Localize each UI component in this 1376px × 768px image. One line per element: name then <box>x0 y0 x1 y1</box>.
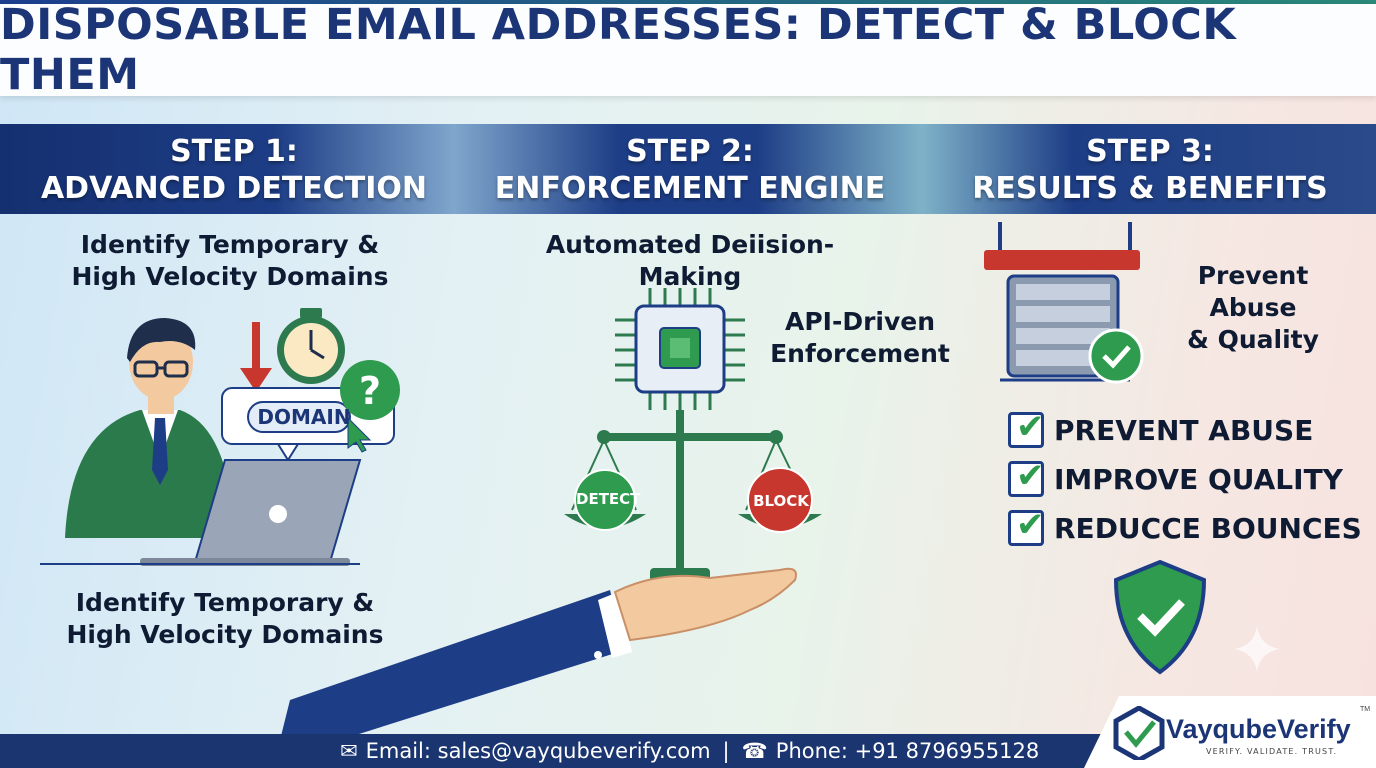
down-arrow-icon <box>240 322 272 392</box>
detect-weight-label: DETECT <box>576 490 641 508</box>
block-weight-label: BLOCK <box>753 492 809 510</box>
logo-mark-icon <box>1113 706 1165 760</box>
footer-phone[interactable]: Phone: +91 8796955128 <box>775 739 1040 763</box>
shield-check-icon <box>1113 559 1207 675</box>
checklist-item-2: IMPROVE QUALITY <box>1008 456 1343 497</box>
person-at-laptop <box>65 318 235 538</box>
step-1-top-caption: Identify Temporary & High Velocity Domai… <box>60 229 400 293</box>
caption-line: High Velocity Domains <box>66 620 384 649</box>
check-icon <box>1008 456 1045 497</box>
step-band <box>0 124 1376 214</box>
server-illustration <box>984 222 1144 384</box>
caption-line: Identify Temporary & <box>75 588 375 617</box>
laptop-icon <box>40 459 362 566</box>
caption-line: High Velocity Domains <box>71 262 389 291</box>
step-3-header: STEP 3: RESULTS & BENEFITS <box>920 124 1376 214</box>
step-3-number: STEP 3: <box>1086 134 1214 169</box>
logo-tm: TM <box>1360 706 1371 713</box>
step-2-illustration <box>280 288 822 740</box>
stopwatch-icon <box>277 308 345 384</box>
step-1-header: STEP 1: ADVANCED DETECTION <box>4 124 464 214</box>
step-2-title: ENFORCEMENT ENGINE <box>494 171 886 206</box>
envelope-icon: ✉ <box>340 739 358 763</box>
svg-text:?: ? <box>359 369 381 413</box>
question-icon: ? <box>340 360 400 420</box>
phone-icon: ☎ <box>741 739 768 763</box>
title-bar: DISPOSABLE EMAIL ADDRESSES: DETECT & BLO… <box>0 0 1376 100</box>
step-3-title: RESULTS & BENEFITS <box>972 171 1328 206</box>
checklist-item-3: REDUCCE BOUNCES <box>1008 505 1362 546</box>
checklist-label: REDUCCE BOUNCES <box>1054 511 1362 545</box>
step-1-bottom-caption: Identify Temporary & High Velocity Domai… <box>55 587 395 651</box>
step-3-heading: Prevent Abuse & Quality <box>1158 260 1348 356</box>
checklist-label: IMPROVE QUALITY <box>1054 462 1343 496</box>
check-icon <box>1008 505 1045 546</box>
step-2-heading: Automated Deiision-Making <box>545 230 835 291</box>
step-1-illustration: ? <box>40 308 400 566</box>
caption-line: Identify Temporary & <box>80 230 380 259</box>
step-1-title: ADVANCED DETECTION <box>40 171 428 206</box>
barrier-icon <box>984 222 1140 270</box>
caption-line: Prevent Abuse <box>1197 261 1309 322</box>
page-title: DISPOSABLE EMAIL ADDRESSES: DETECT & BLO… <box>0 0 1237 100</box>
caption-line: & Quality <box>1187 325 1319 354</box>
chip-icon <box>615 288 745 410</box>
checklist-label: PREVENT ABUSE <box>1054 413 1314 447</box>
domain-badge-label: DOMAIN <box>257 405 351 429</box>
check-badge-icon <box>1088 328 1144 384</box>
api-caption: API-Driven Enforcement <box>770 306 950 370</box>
checklist-item-1: PREVENT ABUSE <box>1008 407 1314 448</box>
footer-email[interactable]: Email: sales@vayqubeverify.com <box>365 739 711 763</box>
logo-name: VayqubeVerify <box>1166 714 1351 744</box>
step-2-header: STEP 2: ENFORCEMENT ENGINE <box>460 124 920 214</box>
caption-line: Enforcement <box>770 339 950 368</box>
logo-tagline: VERIFY. VALIDATE. TRUST. <box>1206 747 1338 756</box>
sparkle-icon <box>1234 626 1280 672</box>
cursor-icon <box>347 416 372 453</box>
step-1-number: STEP 1: <box>170 134 298 169</box>
top-accent-line <box>0 0 1376 4</box>
caption-line: API-Driven <box>784 307 936 336</box>
step-2-number: STEP 2: <box>626 134 754 169</box>
hand-icon <box>280 567 797 740</box>
check-icon <box>1008 407 1045 448</box>
scale-icon <box>564 410 822 582</box>
footer-separator: | <box>722 739 730 763</box>
